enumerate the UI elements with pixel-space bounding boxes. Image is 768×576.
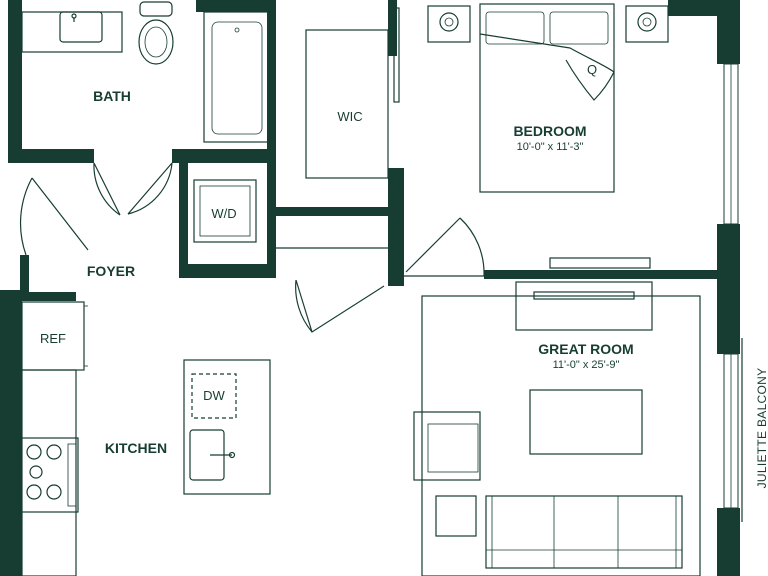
wic-closet-wall [276, 207, 388, 216]
room-label-bedroom: BEDROOM [513, 123, 586, 139]
bedroom-door [405, 217, 485, 277]
room-label-wic: WIC [337, 109, 362, 124]
area-rug [421, 295, 701, 576]
kitchen-fixtures [19, 301, 271, 576]
toilet-bowl [138, 19, 174, 65]
bedroom-north-wall [668, 0, 724, 16]
bath-door-right [127, 162, 173, 215]
bath-south-wall-left [8, 149, 94, 163]
range [19, 437, 79, 513]
foyer-west-stub [20, 255, 29, 295]
bedroom-tv [549, 257, 651, 269]
bath-door-left [93, 162, 121, 216]
balcony-label: JULIETTE BALCONY [755, 368, 768, 489]
nightstand-right [625, 5, 669, 43]
sink-basin [59, 11, 103, 43]
refrigerator-label: REF [40, 331, 66, 346]
labels: BATH WIC BEDROOM 10'-0" x 11'-3" Q W/D F… [40, 62, 768, 488]
west-wall-kitchen [0, 290, 22, 576]
laundry [193, 179, 257, 243]
armchair [413, 411, 481, 481]
sofa [485, 495, 683, 569]
nightstand-left [427, 5, 471, 43]
kitchen-wall-stub [20, 292, 76, 301]
bed-sheet-fold [479, 33, 615, 101]
bath-south-wall-right [172, 149, 275, 163]
laundry-west-wall [179, 160, 188, 278]
east-wall-upper [717, 0, 740, 64]
bed [479, 3, 615, 193]
wic-bedroom-partition [388, 0, 397, 56]
pillow-left [485, 11, 545, 45]
room-label-great-room: GREAT ROOM [538, 341, 633, 357]
bedroom-furniture [427, 3, 669, 269]
bath-fixtures [21, 1, 271, 143]
side-table [435, 495, 477, 537]
great-room-furniture [413, 281, 701, 576]
wic-sliding-door [393, 7, 400, 103]
coffee-table [529, 389, 643, 455]
laundry-south-wall [179, 264, 276, 278]
entry-door [19, 177, 89, 256]
wic-south-stub [388, 168, 404, 286]
pillow-right [549, 11, 609, 45]
dishwasher-label: DW [203, 388, 225, 403]
east-wall-middle [717, 224, 740, 354]
great-room-dimensions: 11'-0" x 25'-9" [553, 359, 620, 371]
media-console [515, 281, 653, 331]
bedroom-dimensions: 10'-0" x 11'-3" [517, 141, 584, 153]
bath-tub-partition [196, 0, 276, 12]
east-wall-lower [717, 508, 740, 576]
washer-dryer [193, 179, 257, 243]
windows [723, 63, 743, 522]
washer-dryer-label: W/D [211, 206, 236, 221]
closet-door [295, 279, 385, 333]
bedroom-south-wall [484, 270, 720, 279]
wic-area [305, 29, 389, 179]
toilet-tank [139, 1, 173, 17]
bath-wic-wall [267, 0, 276, 163]
laundry-east-wall [267, 160, 276, 278]
room-label-bath: BATH [93, 88, 131, 104]
bed-size-label: Q [587, 62, 597, 77]
dishwasher [191, 373, 237, 419]
room-label-kitchen: KITCHEN [105, 440, 167, 456]
tv [533, 291, 635, 300]
doors [19, 7, 485, 333]
bathtub [203, 11, 271, 143]
kitchen-island [183, 359, 271, 495]
room-label-foyer: FOYER [87, 263, 135, 279]
west-wall-bath [8, 0, 22, 163]
walls [0, 0, 740, 576]
vanity-counter [21, 11, 123, 53]
